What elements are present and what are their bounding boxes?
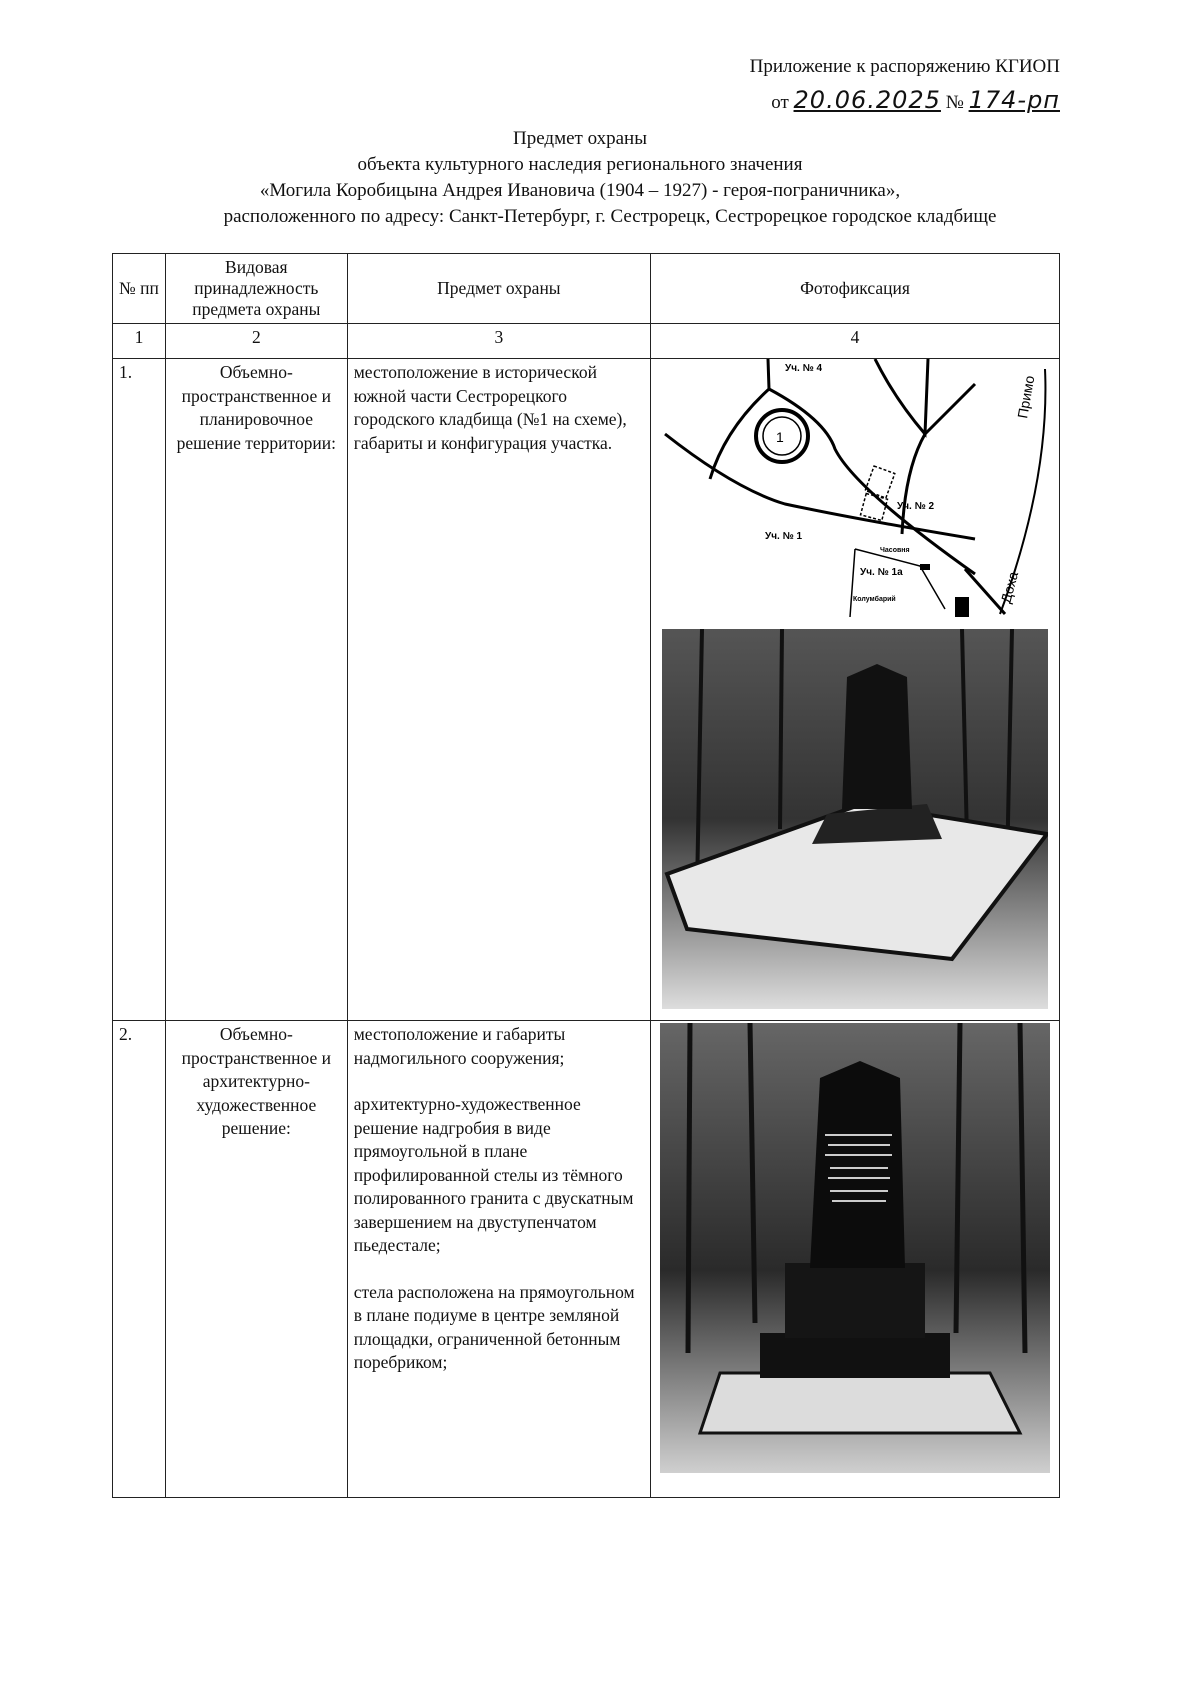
map-label-plot4: Уч. № 4 xyxy=(785,363,823,374)
table-header-row: № пп Видовая принадлежность предмета охр… xyxy=(112,253,1060,324)
document-title: Предмет охраны объекта культурного насле… xyxy=(0,126,1160,230)
subject-paragraph: стела расположена на прямоугольном в пла… xyxy=(353,1281,635,1373)
row-subject: местоположение в исторической южной част… xyxy=(346,358,652,1021)
map-label-columbarium: Колумбарий xyxy=(853,595,896,603)
row-num: 2. xyxy=(112,1020,166,1498)
photo-grave-stele xyxy=(660,1023,1050,1473)
table-row: 2. Объемно-пространственное и архитектур… xyxy=(112,1020,1060,1498)
map-label-plot2: Уч. № 2 xyxy=(897,501,935,512)
title-line: объекта культурного наследия регионально… xyxy=(357,154,803,175)
order-ref: от 20.06.2025 № 174-рп xyxy=(771,86,1060,114)
title-line: расположенного по адресу: Санкт-Петербур… xyxy=(223,206,997,227)
header-type: Видовая принадлежность предмета охраны xyxy=(164,253,348,324)
order-number: 174-рп xyxy=(968,86,1060,114)
map-label-chapel: Часовня xyxy=(880,547,910,554)
col-number: 4 xyxy=(650,323,1060,359)
protection-table: № пп Видовая принадлежность предмета охр… xyxy=(112,253,1060,1498)
column-number-row: 1 2 3 4 xyxy=(112,323,1060,359)
map-label-plot1a: Уч. № 1а xyxy=(860,567,903,578)
title-line: «Могила Коробицына Андрея Ивановича (190… xyxy=(259,180,901,201)
row-type: Объемно-пространственное и планировочное… xyxy=(164,358,348,1021)
table-row: 1. Объемно-пространственное и планировоч… xyxy=(112,358,1060,1021)
header-photo: Фотофиксация xyxy=(650,253,1060,324)
cemetery-map: Уч. № 4 Уч. № 2 Уч. № 1 Уч. № 1а Часовня… xyxy=(664,359,1047,617)
title-line: Предмет охраны xyxy=(513,128,647,149)
from-label: от xyxy=(771,92,789,113)
order-date: 20.06.2025 xyxy=(793,86,941,114)
row-num: 1. xyxy=(112,358,166,1021)
photo-grave-overview xyxy=(662,629,1048,1009)
col-number: 1 xyxy=(112,323,166,359)
map-road-label: Примо xyxy=(1014,374,1037,419)
header-subject: Предмет охраны xyxy=(346,253,652,324)
subject-paragraph: архитектурно-художественное решение надг… xyxy=(353,1094,634,1255)
number-label: № xyxy=(945,92,964,113)
row-photos: Уч. № 4 Уч. № 2 Уч. № 1 Уч. № 1а Часовня… xyxy=(650,358,1060,1021)
appendix-label: Приложение к распоряжению КГИОП xyxy=(749,56,1060,77)
row-type: Объемно-пространственное и архитектурно-… xyxy=(164,1020,348,1498)
col-number: 3 xyxy=(346,323,652,359)
map-marker-1: 1 xyxy=(776,429,784,445)
row-photos xyxy=(650,1020,1060,1498)
map-road-label: Доха xyxy=(997,570,1021,605)
map-label-plot1: Уч. № 1 xyxy=(765,531,803,542)
col-number: 2 xyxy=(164,323,348,359)
row-subject: местоположение и габариты надмогильного … xyxy=(346,1020,652,1498)
subject-paragraph: местоположение и габариты надмогильного … xyxy=(353,1024,566,1068)
header-num: № пп xyxy=(112,253,166,324)
